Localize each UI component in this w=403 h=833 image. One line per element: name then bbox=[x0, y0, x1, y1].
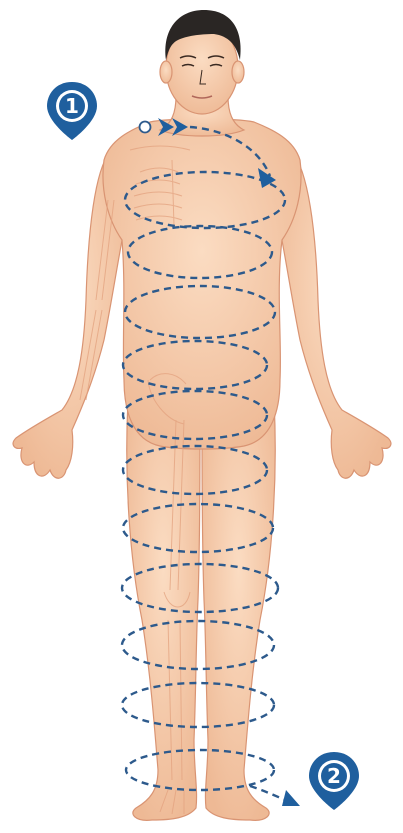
start-marker-label: 1 bbox=[65, 94, 79, 118]
start-dot-icon bbox=[140, 122, 151, 133]
right-ear bbox=[232, 61, 244, 83]
left-ear bbox=[160, 61, 172, 83]
arrowhead-lower-icon bbox=[282, 790, 300, 806]
spiral-loop bbox=[122, 683, 274, 727]
human-figure bbox=[13, 22, 391, 820]
start-marker: 1 bbox=[47, 82, 97, 140]
torso bbox=[103, 119, 301, 449]
end-marker: 2 bbox=[309, 752, 359, 810]
spiral-loop bbox=[126, 750, 274, 790]
end-marker-label: 2 bbox=[327, 764, 341, 788]
